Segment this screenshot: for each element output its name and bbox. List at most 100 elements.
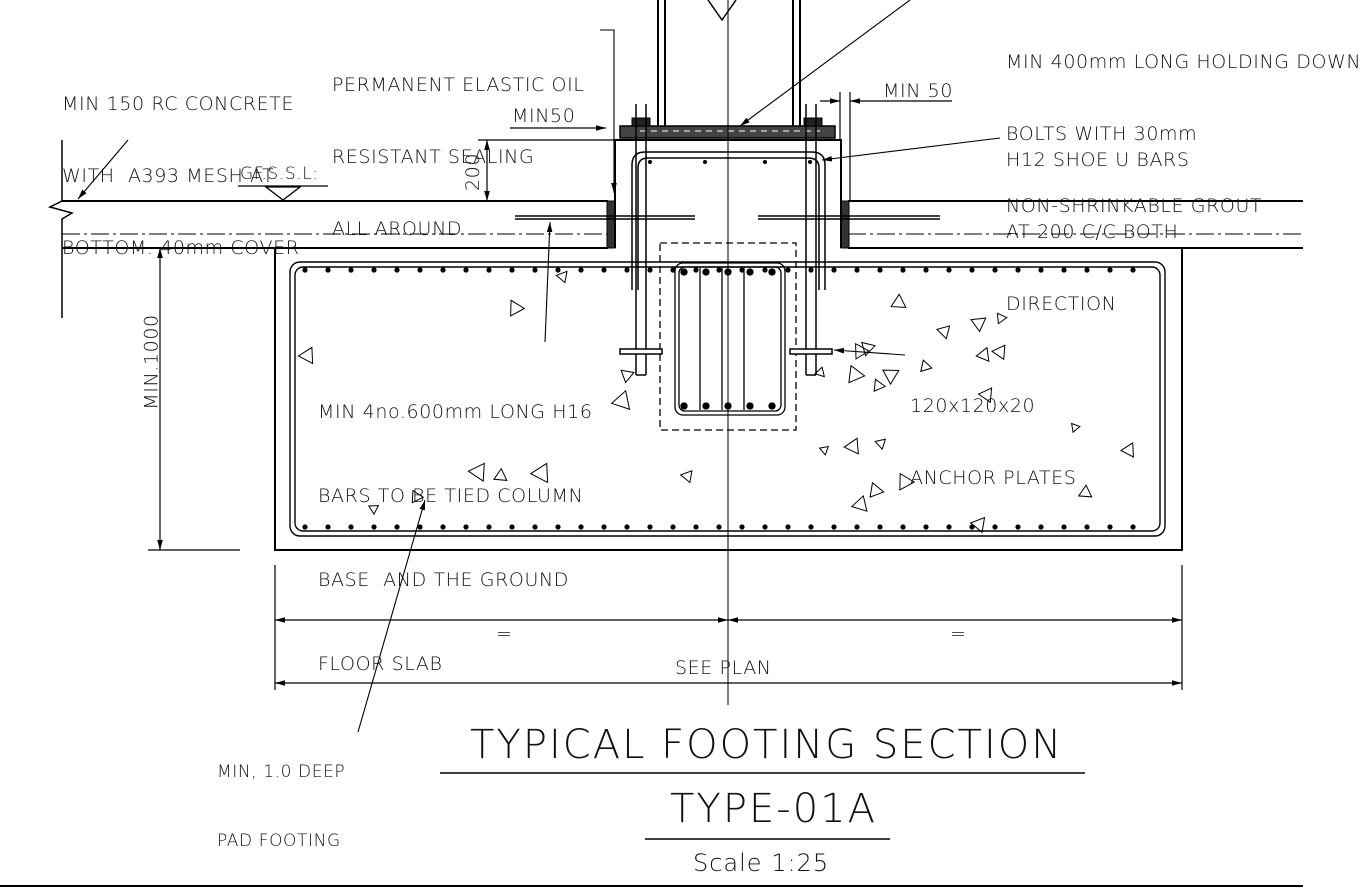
rebar-dot xyxy=(946,524,952,530)
rebar-dot xyxy=(394,267,400,273)
aggregate-mark xyxy=(874,438,887,451)
rebar-dot xyxy=(325,267,331,273)
rebar-dot xyxy=(1061,267,1067,273)
note-line: ANCHOR PLATES xyxy=(910,467,1077,489)
dim-overall-see-plan: SEE PLAN xyxy=(675,657,772,679)
aggregate-mark xyxy=(873,378,887,393)
note-line: MIN, 1.0 DEEP xyxy=(217,762,346,782)
note-line: BOLTS WITH 30mm xyxy=(1006,123,1198,145)
note-line: MIN 400mm LONG HOLDING DOWN xyxy=(1006,51,1361,73)
note-line: ALL AROUND xyxy=(332,218,463,240)
aggregate-mark xyxy=(679,470,693,484)
rebar-dot xyxy=(394,524,400,530)
rebar-dot xyxy=(348,524,354,530)
rebar-dot xyxy=(1107,267,1113,273)
note-line: MIN 4no.600mm LONG H16 xyxy=(318,401,593,423)
aggregate-mark xyxy=(882,369,900,386)
dim-min50-right: MIN 50 xyxy=(883,80,954,102)
note-line: 120x120x20 xyxy=(910,395,1036,417)
rebar-dot xyxy=(854,267,860,273)
note-slab-concrete: MIN 150 RC CONCRETE WITH A393 MESH AT BO… xyxy=(62,44,300,284)
note-line: FLOOR SLAB xyxy=(318,653,443,675)
pedestal-rebar-dots xyxy=(648,160,812,164)
note-line: BARS TO BE TIED COLUMN xyxy=(318,485,584,507)
aggregate-mark xyxy=(935,325,951,340)
note-anchor-plates: 120x120x20 ANCHOR PLATES xyxy=(910,346,1076,514)
dim-equal-left: = xyxy=(496,623,513,645)
aggregate-mark xyxy=(467,462,485,482)
rebar-dot xyxy=(739,267,745,273)
rebar-dot xyxy=(371,524,377,530)
aggregate-mark xyxy=(991,344,1006,361)
aggregate-mark xyxy=(975,346,990,362)
rebar-dot xyxy=(647,524,653,530)
rebar-dot xyxy=(555,524,561,530)
rebar-dot xyxy=(1015,524,1021,530)
note-line: BOTTOM. 40mm COVER xyxy=(62,237,300,259)
rebar-dot xyxy=(762,524,768,530)
leader-lines xyxy=(77,0,1001,733)
aggregate-mark xyxy=(869,481,885,498)
rebar-dot xyxy=(785,524,791,530)
rebar-dot xyxy=(992,267,998,273)
rebar-dot xyxy=(762,267,768,273)
rebar-dot xyxy=(923,267,929,273)
rebar-dot xyxy=(739,524,745,530)
dim-equal-right: = xyxy=(950,623,967,645)
rebar-dot xyxy=(624,267,630,273)
rebar-dot xyxy=(716,524,722,530)
rebar-dot xyxy=(992,524,998,530)
aggregate-mark xyxy=(843,437,859,455)
aggregate-mark xyxy=(848,364,866,384)
concrete-aggregate-hatch xyxy=(297,270,1134,534)
aggregate-mark xyxy=(1070,422,1081,434)
aggregate-mark xyxy=(620,369,635,384)
rebar-dot xyxy=(1038,524,1044,530)
rebar-dot xyxy=(417,267,423,273)
note-line: H12 SHOE U BARS xyxy=(1006,149,1190,171)
aggregate-mark xyxy=(610,389,631,410)
rebar-dot xyxy=(1130,267,1136,273)
note-line: AT 200 C/C BOTH xyxy=(1006,221,1179,243)
note-tie-bars: MIN 4no.600mm LONG H16 BARS TO BE TIED C… xyxy=(318,342,593,706)
aggregate-mark xyxy=(555,270,568,284)
note-line: WITH A393 MESH AT xyxy=(62,165,275,187)
note-line: MIN 150 RC CONCRETE xyxy=(62,93,295,115)
aggregate-mark xyxy=(814,366,825,378)
level-marker xyxy=(238,185,328,201)
rebar-dot xyxy=(693,267,699,273)
note-line: PERMANENT ELASTIC OIL xyxy=(332,74,585,96)
aggregate-mark xyxy=(1077,484,1093,498)
aggregate-mark xyxy=(970,317,987,333)
dimension-lines xyxy=(148,92,1183,690)
dim-footing-depth: MIN.1000 xyxy=(140,314,163,410)
note-line: RESISTANT SEALING xyxy=(332,146,535,168)
rebar-dot xyxy=(440,524,446,530)
aggregate-mark xyxy=(850,494,868,512)
rebar-dot xyxy=(831,267,837,273)
rebar-dot xyxy=(601,524,607,530)
note-line: DIRECTION xyxy=(1006,293,1117,315)
rebar-dot xyxy=(302,524,308,530)
rebar-dot xyxy=(1038,267,1044,273)
rebar-dot xyxy=(670,524,676,530)
rebar-dot xyxy=(624,524,630,530)
column-stub xyxy=(657,0,801,128)
aggregate-mark xyxy=(977,387,993,404)
rebar-dot xyxy=(417,524,423,530)
dim-pedestal-height: 200 xyxy=(462,152,485,192)
note-shoe-bars: H12 SHOE U BARS AT 200 C/C BOTH DIRECTIO… xyxy=(1006,100,1190,340)
rebar-dot xyxy=(670,267,676,273)
aggregate-mark xyxy=(492,467,508,481)
note-line: BASE AND THE GROUND xyxy=(318,569,570,591)
note-line: PAD FOOTING xyxy=(217,831,341,851)
aggregate-mark xyxy=(890,293,907,308)
rebar-dot xyxy=(1015,267,1021,273)
rebar-dot xyxy=(1061,524,1067,530)
anchor-plates xyxy=(619,348,833,355)
rebar-dot xyxy=(900,524,906,530)
note-line: NON-SHRINKABLE GROUT xyxy=(1006,195,1263,217)
rebar-dot xyxy=(716,267,722,273)
rebar-dot xyxy=(601,267,607,273)
rebar-dot xyxy=(463,524,469,530)
